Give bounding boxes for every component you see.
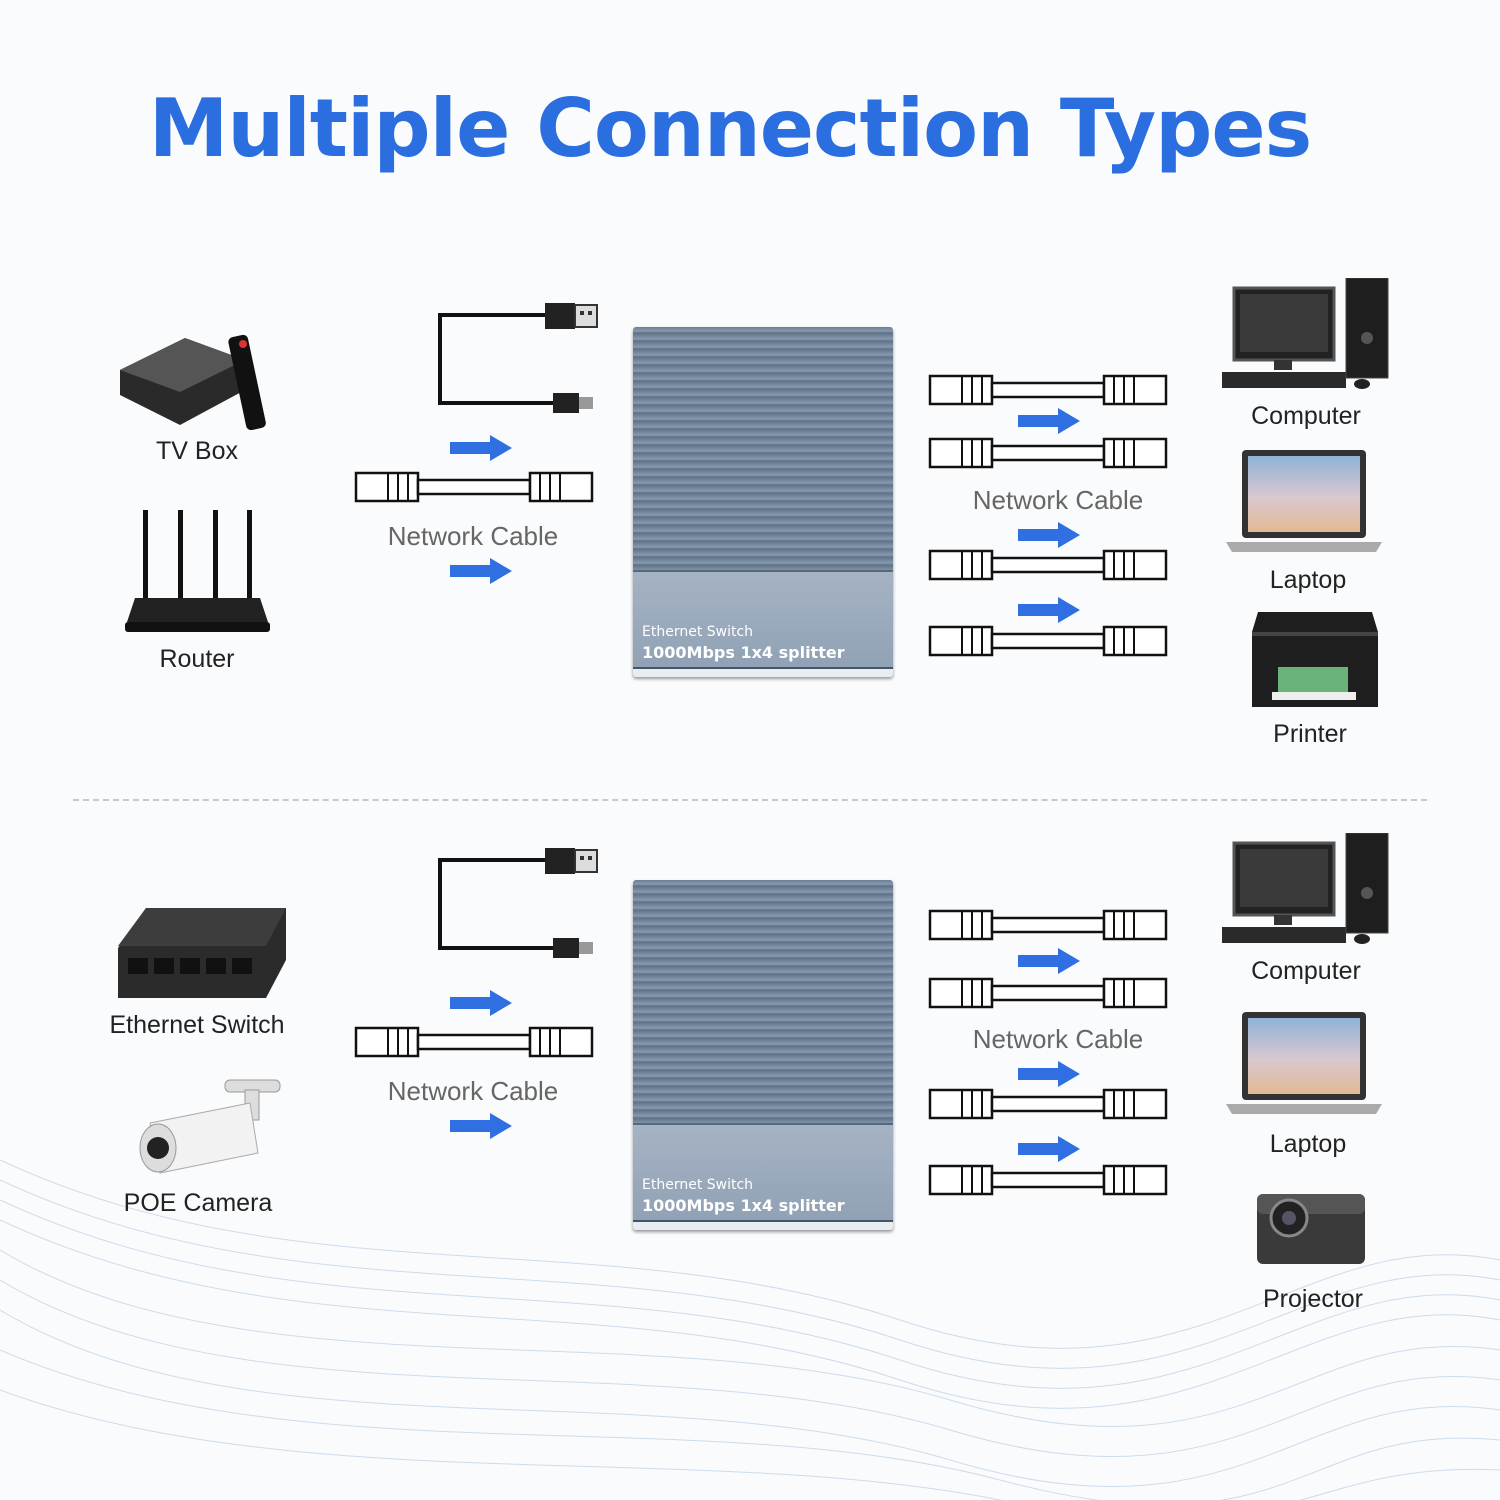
router-icon — [125, 510, 270, 632]
arrow-right-icon — [450, 990, 512, 1016]
switch-label-line2: 1000Mbps 1x4 splitter — [642, 643, 845, 662]
projector-icon — [1257, 1194, 1365, 1264]
network-cable-label: Network Cable — [972, 1024, 1144, 1054]
switch-label-line2: 1000Mbps 1x4 splitter — [642, 1196, 845, 1215]
device-label-laptop: Laptop — [1269, 1130, 1347, 1158]
tv-box-icon — [120, 334, 266, 430]
arrow-right-icon — [1018, 948, 1080, 974]
switch-label-line1: Ethernet Switch — [642, 624, 754, 640]
network-cable-icon — [928, 1088, 1168, 1120]
network-cable-icon — [928, 437, 1168, 469]
device-label-laptop: Laptop — [1269, 566, 1347, 594]
usb-power-cable-icon — [438, 848, 599, 960]
device-label-projector: Projector — [1262, 1285, 1364, 1313]
network-cable-icon — [354, 1026, 594, 1058]
network-cable-icon — [928, 1164, 1168, 1196]
device-label-ethernet-switch: Ethernet Switch — [109, 1011, 285, 1039]
laptop-icon — [1226, 450, 1382, 552]
usb-power-cable-icon — [438, 303, 599, 415]
ethernet-switch-device: Ethernet Switch 1000Mbps 1x4 splitter — [633, 327, 893, 677]
arrow-right-icon — [450, 1113, 512, 1139]
device-label-poe-camera: POE Camera — [123, 1189, 273, 1217]
arrow-right-icon — [1018, 1136, 1080, 1162]
network-cable-label: Network Cable — [387, 521, 559, 551]
network-cable-icon — [928, 909, 1168, 941]
computer-icon — [1222, 833, 1390, 946]
device-label-printer: Printer — [1273, 720, 1347, 748]
ethernet-switch-icon — [118, 908, 286, 998]
switch-label-line1: Ethernet Switch — [642, 1177, 754, 1193]
device-label-tv-box: TV Box — [156, 437, 238, 465]
laptop-icon — [1226, 1012, 1382, 1114]
page-title: Multiple Connection Types — [148, 82, 1313, 175]
arrow-right-icon — [450, 558, 512, 584]
network-cable-label: Network Cable — [972, 485, 1144, 515]
network-cable-icon — [354, 471, 594, 503]
device-label-computer: Computer — [1251, 957, 1361, 985]
device-label-computer: Computer — [1251, 402, 1361, 430]
network-cable-icon — [928, 625, 1168, 657]
arrow-right-icon — [1018, 597, 1080, 623]
ethernet-switch-device: Ethernet Switch 1000Mbps 1x4 splitter — [633, 880, 893, 1230]
printer-icon — [1252, 612, 1378, 707]
network-cable-icon — [928, 374, 1168, 406]
poe-camera-icon — [139, 1079, 281, 1174]
device-label-router: Router — [159, 645, 235, 673]
background-wave — [0, 1159, 1500, 1500]
arrow-right-icon — [450, 435, 512, 461]
network-cable-icon — [928, 549, 1168, 581]
arrow-right-icon — [1018, 1061, 1080, 1087]
section-divider — [73, 799, 1427, 801]
arrow-right-icon — [1018, 522, 1080, 548]
network-cable-icon — [928, 977, 1168, 1009]
computer-icon — [1222, 278, 1390, 391]
network-cable-label: Network Cable — [387, 1076, 559, 1106]
arrow-right-icon — [1018, 408, 1080, 434]
